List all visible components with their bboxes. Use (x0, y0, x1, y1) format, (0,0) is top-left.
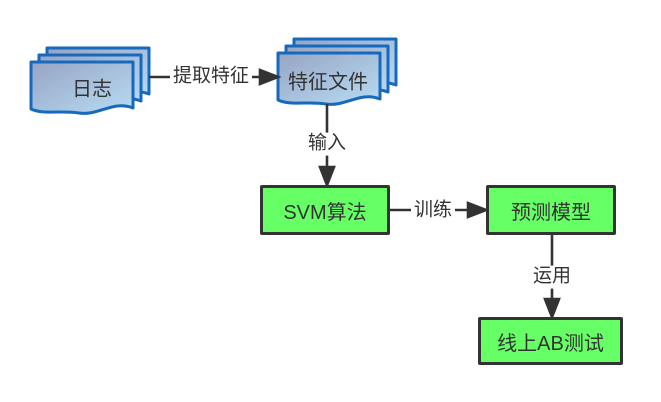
edge-label-input: 输入 (304, 132, 350, 156)
node-svm-algorithm: SVM算法 (260, 185, 390, 235)
node-logs-label: 日志 (72, 78, 112, 101)
arrowhead-down-icon (543, 297, 561, 321)
node-online-ab-test: 线上AB测试 (478, 317, 623, 365)
arrowhead-right-icon (466, 201, 490, 219)
node-prediction-model-label: 预测模型 (511, 201, 591, 224)
node-online-ab-test-label: 线上AB测试 (497, 332, 604, 355)
arrowhead-right-icon (258, 68, 282, 86)
edge-label-extract-features: 提取特征 (169, 65, 253, 89)
arrowhead-down-icon (318, 165, 336, 189)
edge-label-apply: 运用 (529, 265, 575, 289)
node-feature-files-label: 特征文件 (288, 71, 368, 94)
node-svm-algorithm-label: SVM算法 (283, 201, 367, 224)
node-prediction-model: 预测模型 (486, 185, 616, 235)
edge-label-train: 训练 (410, 199, 456, 223)
